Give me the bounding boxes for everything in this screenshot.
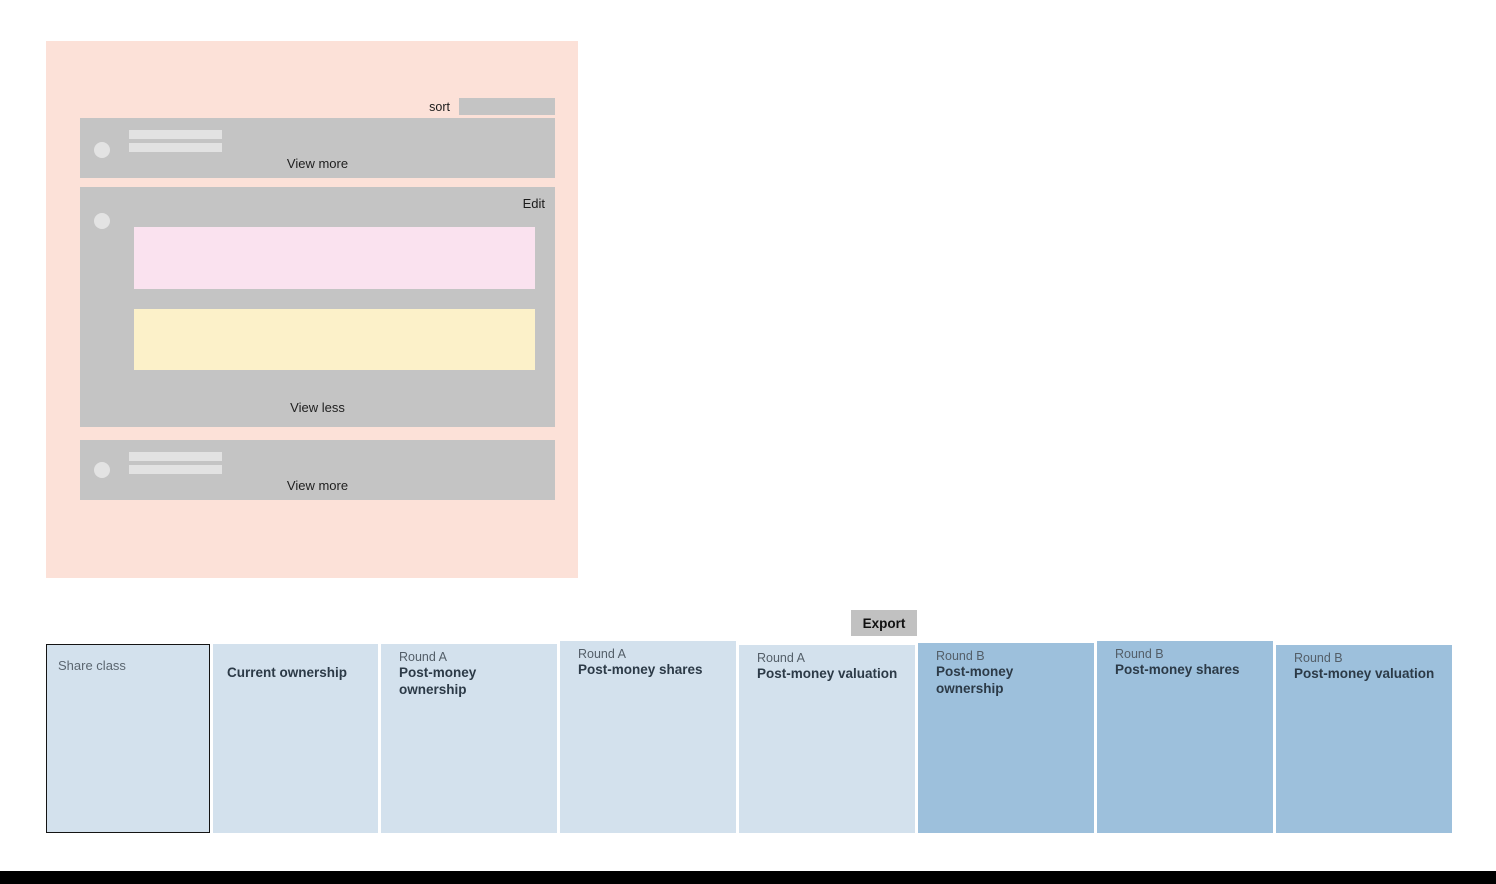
list-card-expanded: Edit View less <box>80 187 555 427</box>
text-placeholder-line <box>129 143 222 152</box>
column-eyebrow: Round B <box>936 649 985 663</box>
text-placeholder-line <box>129 465 222 474</box>
view-less-button[interactable]: View less <box>290 400 345 415</box>
sort-dropdown[interactable] <box>459 98 555 115</box>
view-more-button[interactable]: View more <box>286 478 349 493</box>
column-title: Post-money shares <box>578 662 703 677</box>
column-title: Post-money ownership <box>399 665 477 697</box>
column-eyebrow: Round B <box>1115 647 1164 661</box>
export-button[interactable]: Export <box>851 610 917 636</box>
column-eyebrow: Round A <box>399 650 447 664</box>
column-round-b-shares[interactable]: Round B Post-money shares <box>1097 641 1273 833</box>
column-strip: Share class Current ownership Round A Po… <box>46 641 1452 833</box>
column-title: Post-money ownership <box>936 664 1014 696</box>
yellow-placeholder-block <box>134 309 535 370</box>
view-more-button[interactable]: View more <box>286 156 349 171</box>
column-round-b-ownership[interactable]: Round B Post-money ownership <box>918 643 1094 833</box>
bottom-bar <box>0 871 1496 884</box>
text-placeholder-lines <box>129 130 222 152</box>
column-round-b-valuation[interactable]: Round B Post-money valuation <box>1276 645 1452 833</box>
column-eyebrow: Round A <box>578 647 626 661</box>
column-round-a-shares[interactable]: Round A Post-money shares <box>560 641 736 833</box>
avatar-circle <box>94 213 110 229</box>
text-placeholder-line <box>129 452 222 461</box>
column-title: Current ownership <box>227 665 348 680</box>
column-current-ownership[interactable]: Current ownership <box>213 644 378 833</box>
column-title: Post-money valuation <box>757 666 898 681</box>
column-round-a-ownership[interactable]: Round A Post-money ownership <box>381 644 557 833</box>
text-placeholder-lines <box>129 452 222 474</box>
sort-label: sort <box>429 99 450 114</box>
avatar-circle <box>94 142 110 158</box>
column-share-class[interactable]: Share class <box>46 644 210 833</box>
edit-button[interactable]: Edit <box>522 196 545 211</box>
column-title: Post-money valuation <box>1294 666 1435 681</box>
avatar-circle <box>94 462 110 478</box>
list-card: View more <box>80 118 555 178</box>
column-eyebrow: Round A <box>757 651 805 665</box>
column-title: Share class <box>58 658 126 673</box>
column-eyebrow: Round B <box>1294 651 1343 665</box>
pink-placeholder-block <box>134 227 535 289</box>
column-title: Post-money shares <box>1115 662 1240 677</box>
text-placeholder-line <box>129 130 222 139</box>
details-panel: sort View more Edit View less View more <box>46 41 578 578</box>
sort-row: sort <box>429 98 555 115</box>
list-card: View more <box>80 440 555 500</box>
column-round-a-valuation[interactable]: Round A Post-money valuation <box>739 645 915 833</box>
column-eyebrow <box>227 650 368 664</box>
